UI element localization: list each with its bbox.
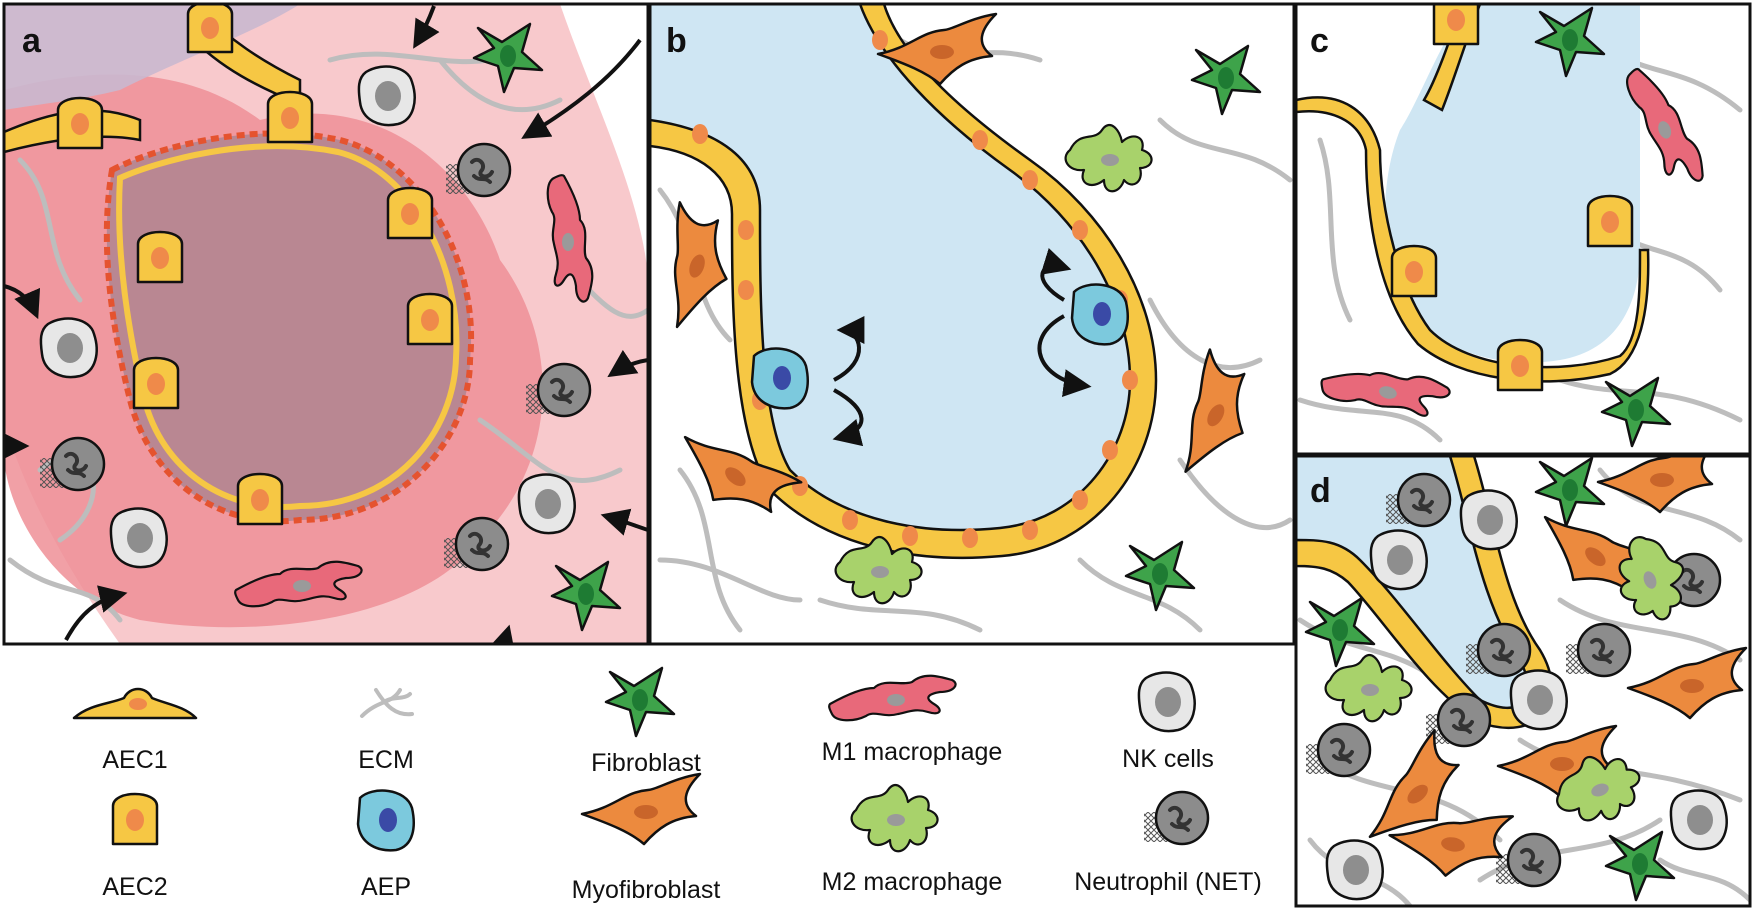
panel-b bbox=[650, 4, 1294, 644]
panel-d-border bbox=[1294, 454, 1752, 908]
aec1-icon bbox=[72, 687, 198, 720]
panel-d bbox=[1296, 456, 1750, 906]
panel-a bbox=[4, 4, 648, 644]
neutrophil-net-icon bbox=[1142, 790, 1210, 846]
panel-d-label: d bbox=[1310, 472, 1331, 510]
legend-label-m2: M2 macrophage bbox=[822, 868, 1003, 896]
myofibroblast-icon bbox=[580, 772, 702, 846]
panel-a-label: a bbox=[22, 22, 42, 60]
aec2-icon bbox=[111, 792, 159, 846]
legend-label-fibroblast: Fibroblast bbox=[591, 749, 701, 777]
panel-c bbox=[1296, 4, 1750, 454]
legend-label-m1: M1 macrophage bbox=[822, 738, 1003, 766]
legend-label-myofibroblast: Myofibroblast bbox=[572, 876, 721, 904]
panel-b-label: b bbox=[666, 22, 687, 60]
legend-label-aep: AEP bbox=[361, 873, 411, 901]
legend-label-aec1: AEC1 bbox=[102, 746, 167, 774]
fibroblast-icon bbox=[604, 666, 676, 738]
m2-macrophage-icon bbox=[850, 783, 939, 853]
aep-icon bbox=[356, 789, 415, 852]
legend-label-neutrophil: Neutrophil (NET) bbox=[1074, 868, 1262, 896]
ecm-icon bbox=[360, 688, 414, 718]
legend-label-ecm: ECM bbox=[358, 746, 414, 774]
legend-label-nk: NK cells bbox=[1122, 745, 1214, 773]
panel-c-border bbox=[1294, 2, 1752, 456]
legend: AEC1 ECM Fibroblast M1 macrophage NK cel… bbox=[72, 666, 1262, 904]
panel-b-border bbox=[648, 2, 1296, 646]
nk-cell-icon bbox=[1137, 671, 1196, 733]
m1-macrophage-icon bbox=[828, 674, 957, 722]
legend-label-aec2: AEC2 bbox=[102, 873, 167, 901]
panel-c-label: c bbox=[1310, 22, 1329, 60]
panel-a-border bbox=[2, 2, 650, 646]
